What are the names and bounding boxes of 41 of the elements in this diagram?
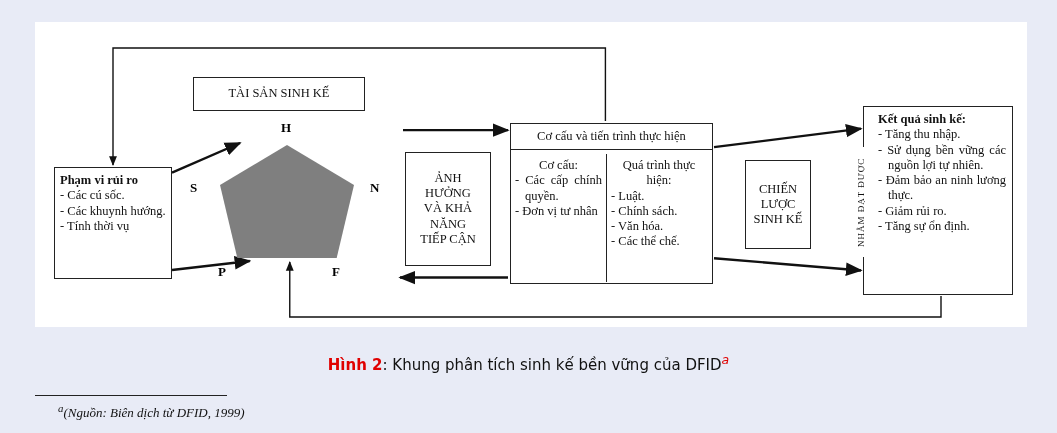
- arrow: [109, 47, 607, 166]
- label-box: [405, 152, 491, 266]
- list-item: - Luật.: [611, 188, 646, 204]
- list-item: - Tính thời vụ: [60, 218, 131, 234]
- list-item: - Đơn vị tư nhân: [515, 203, 599, 219]
- box-text: ẢNH HƯỞNG VÀ KHẢ NĂNG TIẾP CẬN: [419, 170, 477, 248]
- box-heading: Phạm vi rủi ro: [60, 173, 139, 189]
- list-item: - Các cấp chính quyền.: [515, 173, 602, 204]
- box-heading: Quá trình thực hiện:: [621, 158, 697, 189]
- box-heading: Cơ cấu và tiến trình thực hiện: [511, 124, 712, 151]
- list-item: - Các thể chế.: [611, 234, 681, 250]
- box-heading: Cơ cấu:: [538, 158, 579, 174]
- arrow: [398, 270, 508, 285]
- arrow: [713, 257, 863, 276]
- box-heading: Kết quả sinh kế:: [878, 112, 967, 128]
- list-item: - Chính sách.: [611, 203, 679, 219]
- arrow: [285, 261, 942, 318]
- label-box: [745, 160, 811, 249]
- text-box: [54, 167, 172, 279]
- figure-caption: Hình 2: Khung phân tích sinh kế bền vững của DFID$^{a}$: [326, 352, 731, 374]
- list-item: - Đảm bảo an ninh lương thực.: [878, 173, 1006, 204]
- vertex-label: F: [332, 264, 340, 280]
- footnote: $^{a}$(Nguồn: Biên dịch từ DFID, 1999): [58, 402, 245, 422]
- box-text: CHIẾN LƯỢC SINH KẾ: [752, 181, 804, 228]
- arrow: [171, 256, 252, 272]
- group-box: [510, 123, 713, 284]
- vertex-label: H: [281, 120, 292, 136]
- list-item: - Các khuynh hướng.: [60, 203, 166, 219]
- list-item: - Tăng sự ổn định.: [878, 218, 971, 234]
- list-item: - Tăng thu nhập.: [878, 127, 962, 143]
- vertex-label: P: [218, 264, 226, 280]
- list-item: - Sử dụng bền vững các nguồn lợi tự nhiên.: [878, 142, 1006, 173]
- arrow: [713, 123, 863, 149]
- vertex-label: N: [370, 180, 380, 196]
- list-item: - Giảm rủi ro.: [878, 203, 948, 219]
- list-item: - Văn hóa.: [611, 219, 665, 235]
- label-box: [193, 77, 365, 111]
- box-text: TÀI SẢN SINH KẾ: [227, 86, 331, 102]
- arrow: [403, 123, 510, 137]
- vertex-label: S: [190, 180, 198, 196]
- list-item: - Các cú sốc.: [60, 188, 126, 204]
